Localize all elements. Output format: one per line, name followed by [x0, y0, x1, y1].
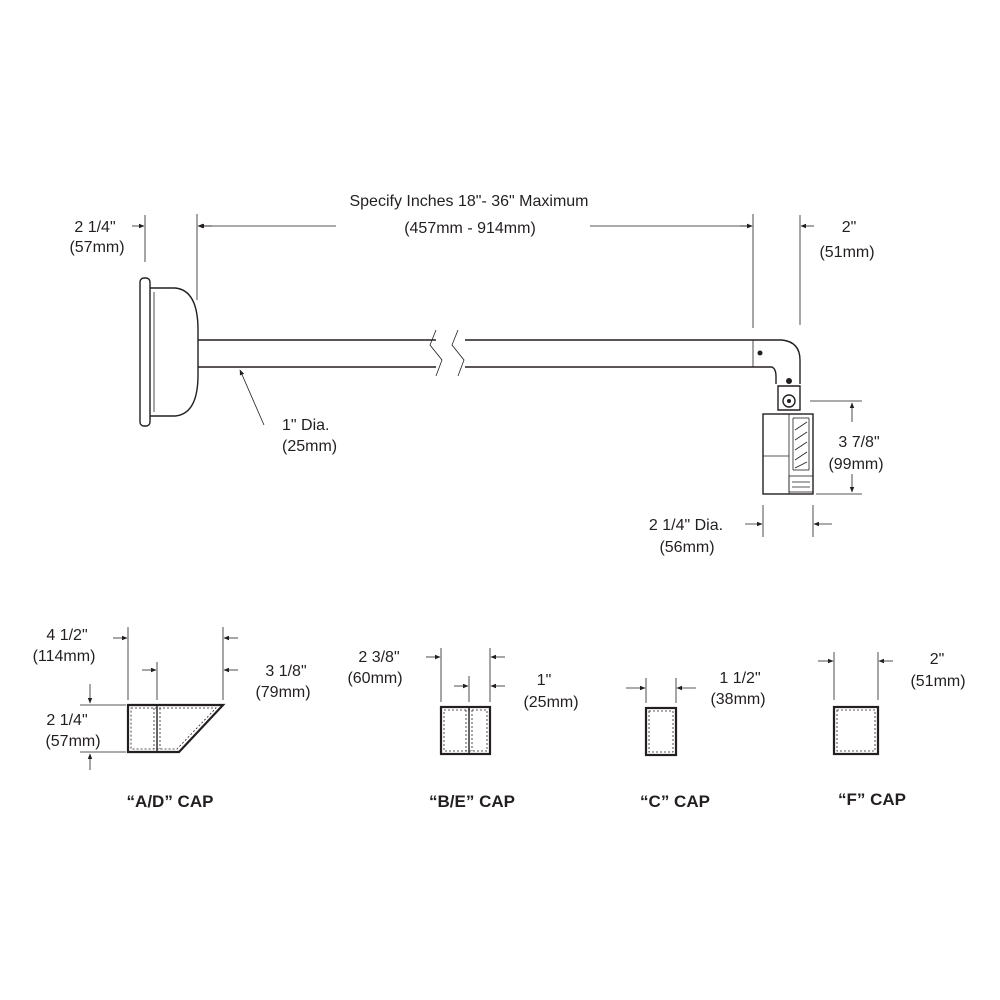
cap-f-dim1-line1: 2": [930, 651, 945, 668]
cap-f: 2" (51mm) “F” CAP: [818, 651, 966, 809]
span-dim-line1: Specify Inches 18"- 36" Maximum: [349, 193, 588, 210]
elbow-dimension: 2" (51mm): [740, 215, 875, 325]
wall-mount-backplate: [139, 277, 199, 427]
cap-be-dim2-line1: 1": [537, 672, 552, 689]
elbow-joint: [756, 339, 801, 411]
backplate-dimension: 2 1/4" (57mm): [69, 215, 212, 262]
arm-dim-line2: (25mm): [282, 438, 337, 455]
fixture-dia-line2: (56mm): [659, 539, 714, 556]
fixture-diameter-dimension: 2 1/4" Dia. (56mm): [649, 505, 832, 556]
fixture-height-line1: 3 7/8": [838, 434, 879, 451]
span-dimension: Specify Inches 18"- 36" Maximum (457mm -…: [196, 193, 754, 328]
elbow-dim-line1: 2": [842, 219, 857, 236]
cap-be-dim1-line2: (60mm): [347, 670, 402, 687]
cap-c-dim1-line1: 1 1/2": [719, 670, 760, 687]
cap-ad-dim2-line1: 3 1/8": [265, 663, 306, 680]
arm-diameter-dimension: 1" Dia. (25mm): [239, 369, 337, 455]
cap-f-dim1-line2: (51mm): [910, 673, 965, 690]
cap-ad-label: “A/D” CAP: [127, 792, 214, 811]
cap-ad-dim1-line2: (114mm): [33, 648, 96, 665]
cap-be: 2 3/8" (60mm) 1" (25mm) “B/E” CAP: [347, 648, 579, 811]
fixture-height-dimension: 3 7/8" (99mm): [810, 400, 884, 495]
fixture-head: [762, 413, 814, 495]
cap-be-dim2-line2: (25mm): [523, 694, 578, 711]
cap-c: 1 1/2" (38mm) “C” CAP: [626, 670, 766, 811]
cap-f-label: “F” CAP: [838, 790, 906, 809]
fixture-height-line2: (99mm): [828, 456, 883, 473]
fixture-dia-line1: 2 1/4" Dia.: [649, 517, 723, 534]
arm-dim-line1: 1" Dia.: [282, 417, 329, 434]
cap-c-label: “C” CAP: [640, 792, 710, 811]
cap-be-dim1-line1: 2 3/8": [358, 649, 399, 666]
backplate-dim-line1: 2 1/4": [74, 219, 115, 236]
cap-c-dim1-line2: (38mm): [710, 691, 765, 708]
elbow-dim-line2: (51mm): [819, 244, 874, 261]
cap-ad: 4 1/2" (114mm) 3 1/8" (79mm) 2 1/4" (57m…: [33, 627, 311, 811]
arm-tube: [198, 329, 756, 377]
cap-ad-dim3-line1: 2 1/4": [46, 712, 87, 729]
cap-ad-dim1-line1: 4 1/2": [46, 627, 87, 644]
cap-ad-dim2-line2: (79mm): [255, 684, 310, 701]
span-dim-line2: (457mm - 914mm): [404, 220, 536, 237]
backplate-dim-line2: (57mm): [69, 239, 124, 256]
cap-be-label: “B/E” CAP: [429, 792, 515, 811]
cap-ad-dim3-line2: (57mm): [45, 733, 100, 750]
